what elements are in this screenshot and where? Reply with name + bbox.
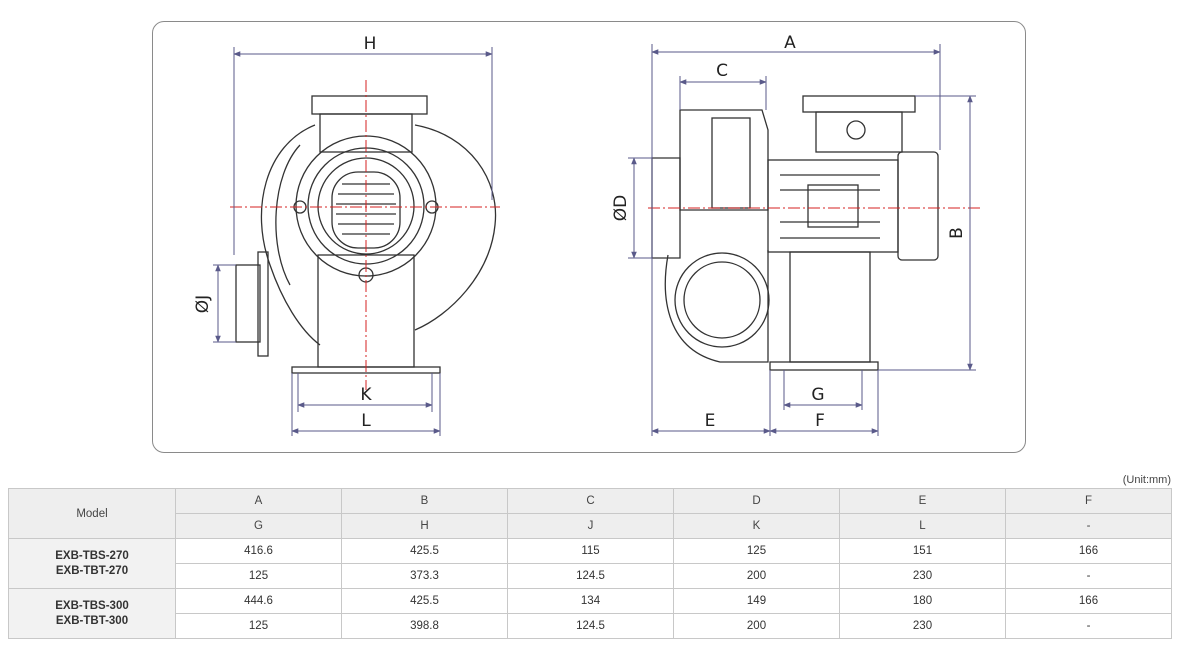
dim-label-C: C — [716, 61, 728, 81]
header-cell: F — [1005, 488, 1172, 514]
header-cell: A — [175, 488, 342, 514]
table-header-row: Model A B C D E F — [8, 488, 1172, 539]
table-cell: 166 — [1005, 538, 1172, 564]
table-header-row: G H J K L - — [9, 513, 1172, 539]
header-cell: E — [839, 488, 1006, 514]
table-cell: 398.8 — [341, 613, 508, 639]
dim-label-F: F — [815, 411, 825, 431]
table-cell: 200 — [673, 563, 840, 589]
dim-label-K: K — [360, 385, 372, 405]
table-cell: 124.5 — [507, 563, 674, 589]
table-row: 125 398.8 124.5 200 230 - — [9, 613, 1172, 639]
model-name: EXB-TBS-300 — [55, 599, 129, 612]
table-row: EXB-TBS-300 EXB-TBT-300 444.6 425.5 134 … — [8, 588, 1172, 639]
dim-label-J: ØJ — [193, 295, 213, 313]
header-cell: J — [507, 513, 674, 539]
header-cell: D — [673, 488, 840, 514]
table-cell: 125 — [673, 538, 840, 564]
model-name-cell: EXB-TBS-300 EXB-TBT-300 — [8, 588, 176, 639]
blower-dimension-drawing: H K L ØJ — [193, 33, 980, 436]
model-name: EXB-TBS-270 — [55, 549, 129, 562]
table-cell: 125 — [175, 613, 342, 639]
table-cell: 134 — [507, 588, 674, 614]
table-cell: 373.3 — [341, 563, 508, 589]
model-name: EXB-TBT-300 — [55, 614, 129, 627]
header-cell: G — [175, 513, 342, 539]
table-row: 125 373.3 124.5 200 230 - — [9, 563, 1172, 589]
table-cell: 115 — [507, 538, 674, 564]
spec-table: Model A B C D E F G H J K L - EXB-TBS-27… — [8, 488, 1172, 639]
table-cell: 180 — [839, 588, 1006, 614]
table-cell: 124.5 — [507, 613, 674, 639]
table-cell: 151 — [839, 538, 1006, 564]
dim-label-B: B — [947, 227, 967, 239]
dim-label-L: L — [361, 411, 371, 431]
header-cell: - — [1005, 513, 1172, 539]
table-cell: 125 — [175, 563, 342, 589]
header-cell: B — [341, 488, 508, 514]
table-cell: 444.6 — [175, 588, 342, 614]
side-view — [651, 95, 939, 371]
dim-label-E: E — [705, 411, 716, 431]
header-cell: L — [839, 513, 1006, 539]
table-cell: 200 — [673, 613, 840, 639]
dim-label-H: H — [364, 34, 377, 54]
table-cell: 416.6 — [175, 538, 342, 564]
dim-label-D: ØD — [611, 195, 631, 221]
unit-note: (Unit:mm) — [1122, 474, 1171, 486]
model-name: EXB-TBT-270 — [55, 564, 129, 577]
header-cell: H — [341, 513, 508, 539]
table-cell: 166 — [1005, 588, 1172, 614]
model-name-cell: EXB-TBS-270 EXB-TBT-270 — [8, 538, 176, 589]
table-cell: 149 — [673, 588, 840, 614]
header-cell: K — [673, 513, 840, 539]
table-cell: - — [1005, 613, 1172, 639]
table-cell: 230 — [839, 563, 1006, 589]
model-header: Model — [8, 488, 176, 539]
table-cell: - — [1005, 563, 1172, 589]
table-cell: 425.5 — [341, 538, 508, 564]
header-cell: C — [507, 488, 674, 514]
table-row: EXB-TBS-270 EXB-TBT-270 416.6 425.5 115 … — [8, 538, 1172, 589]
dim-label-A: A — [784, 33, 796, 53]
table-cell: 230 — [839, 613, 1006, 639]
dim-label-G: G — [811, 385, 824, 405]
table-cell: 425.5 — [341, 588, 508, 614]
